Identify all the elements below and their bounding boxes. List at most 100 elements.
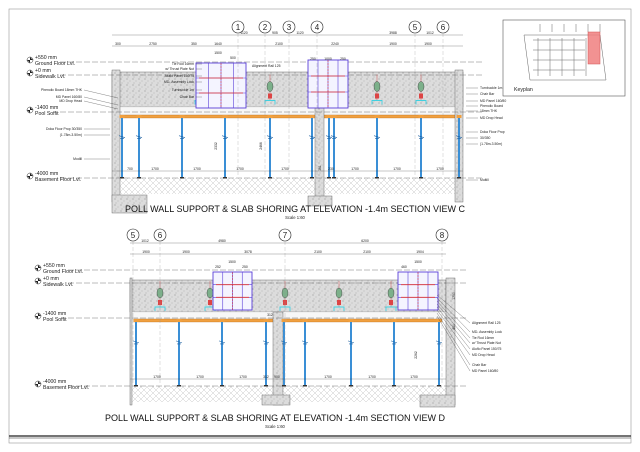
base-plate (437, 385, 441, 387)
base-plate (375, 177, 379, 179)
callout-label: Chair Bar (180, 95, 195, 99)
base-plate (282, 385, 286, 387)
md-drop-head (418, 115, 424, 118)
level-marker-icon (27, 57, 33, 63)
callout-label: MD Panel 160/80 (472, 369, 498, 373)
prop-clamp (308, 135, 316, 139)
prop-clamp (132, 340, 140, 345)
callout-label: MD Drop Head (59, 99, 82, 103)
concrete-wall (111, 194, 148, 214)
callout-label: Alignment Rail 125 (252, 64, 281, 68)
level-marker-icon (35, 278, 41, 284)
prop-clamp (455, 135, 463, 139)
floor-prop (132, 319, 140, 387)
keyplan: Keyplan (502, 19, 626, 97)
level-name: Basement Floor Lvl. (43, 385, 89, 391)
dimension-value: 1012 (141, 239, 149, 243)
dimension-value: 230 (328, 167, 334, 171)
level-marker-icon (35, 265, 41, 271)
level-value: +0 mm (35, 68, 51, 74)
grid-label: 7 (283, 231, 288, 240)
base-plate (177, 385, 181, 387)
dimension-value: 2100 (363, 250, 371, 254)
callout-label: Modill (73, 157, 82, 161)
dimension-value: 2100 (275, 42, 283, 46)
callout-label: Alignment Rail 125 (472, 321, 501, 325)
callout-label: MD Panel 160/80 (56, 95, 82, 99)
floor-prop (135, 115, 143, 179)
prop-tube (265, 322, 267, 385)
md-drop-head (326, 115, 332, 118)
dimension-value: 1640 (214, 42, 222, 46)
level-value: +550 mm (43, 263, 65, 269)
dimension-value: 2750 (149, 42, 157, 46)
dimension-value: 252 (215, 265, 221, 269)
md-drop-head (263, 319, 269, 322)
prop-tube (438, 322, 440, 385)
leader-line (436, 315, 471, 372)
floor-prop (373, 115, 381, 179)
dimension-value: 1900 (142, 250, 150, 254)
chair-bar (268, 93, 272, 99)
callout-label: MD- Assembly Lock (472, 330, 502, 334)
callout-label: Doka Floor Prop (480, 130, 505, 134)
base-plate (332, 177, 336, 179)
prop-clamp (435, 340, 443, 345)
prop-clamp (266, 135, 274, 139)
dimension-value: 1700 (324, 375, 332, 379)
dimension-value: 2100 (314, 250, 322, 254)
turnbuckle (385, 281, 397, 311)
md-drop-head (456, 115, 462, 118)
level-value: -1400 mm (35, 105, 58, 111)
base-plate (223, 177, 227, 179)
grid-label: 3 (287, 23, 292, 32)
prop-clamp (280, 340, 288, 345)
ground-hatch (130, 386, 446, 402)
grid-label: 2 (263, 23, 268, 32)
grid-line-marker: 5 (126, 228, 140, 242)
base-plate (457, 177, 461, 179)
dimension-value: 1904 (416, 250, 424, 254)
prop-tube (376, 118, 378, 177)
callout-label: MD Drop Head (480, 116, 503, 120)
prop-tube (224, 118, 226, 177)
dimension-value: 1700 (239, 375, 247, 379)
dimension-value: 4980 (218, 239, 226, 243)
dimension-value: 1700 (436, 167, 444, 171)
prop-tube (269, 118, 271, 177)
callout-label: Turnbuckle 1m (480, 86, 502, 90)
level-value: +550 mm (35, 55, 57, 61)
base-plate (268, 177, 272, 179)
callout-label: Aluflo Panel 150/75 (472, 347, 502, 351)
view-scale: Scale 1:60 (285, 215, 305, 220)
keyplan-highlight (587, 31, 601, 65)
chair-bar (337, 300, 341, 305)
prop-tube (333, 118, 335, 177)
grid-label: 8 (440, 231, 445, 240)
callout-label: w/ Thrust Plate Nut (472, 341, 501, 345)
floor-prop (178, 115, 186, 179)
floor-prop (280, 319, 288, 387)
dimension-value: 1700 (281, 167, 289, 171)
prop-clamp (221, 135, 229, 139)
leader-line (436, 306, 471, 350)
prop-tube (328, 118, 330, 177)
callout-label: Tie Rod 16mm (172, 62, 194, 66)
turnbuckle-body (373, 81, 381, 92)
floor-prop (221, 115, 229, 179)
level-value: -1400 mm (43, 311, 66, 317)
dimension-value: 312 (263, 375, 269, 379)
concrete-wall (129, 277, 133, 406)
dimension-value: 1700 (236, 167, 244, 171)
callout-label: MD- Assembly Lock (164, 80, 194, 84)
turnbuckle-body (335, 287, 343, 299)
base-plate (303, 385, 307, 387)
grid-line-marker: 3 (282, 20, 296, 34)
prop-clamp (347, 340, 355, 345)
dimension-value: 1700 (196, 375, 204, 379)
base-plate (419, 177, 423, 179)
md-drop-head (281, 319, 287, 322)
